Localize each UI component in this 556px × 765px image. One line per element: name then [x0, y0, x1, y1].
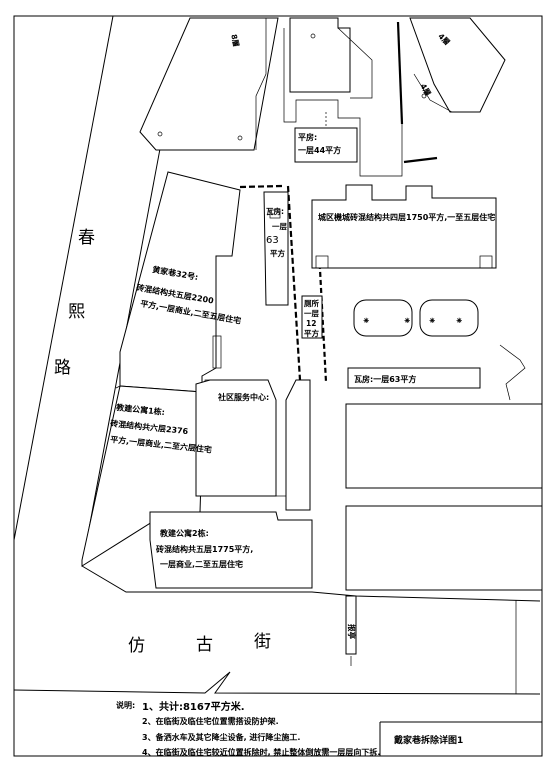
label-jiaojian2-1: 教建公寓2栋:: [159, 528, 209, 538]
block-stair: [315, 255, 329, 269]
passage-line: [286, 185, 302, 381]
label-jiaojian2-3: 一层商业,二至五层住宅: [160, 559, 243, 569]
notes-heading: 说明:: [116, 700, 135, 710]
jiaojian1-edge: [115, 385, 121, 389]
building-top-center-wing: [337, 27, 373, 99]
label-wafang-1: 瓦房:: [266, 206, 284, 216]
note-4: 4、在临街及临住宅较近位置拆除时, 禁止整体倒放需一层层向下拆.: [142, 747, 380, 757]
label-toilet-3: 12: [306, 319, 316, 328]
marker-dot: [310, 33, 316, 39]
road-label-chunxi-2: 熙: [68, 302, 85, 322]
label-pingfang-2: 一层44平方: [298, 145, 341, 155]
boundary-wall-top: [283, 28, 403, 177]
fence-line: [403, 156, 438, 164]
tree-symbol: ⁕: [403, 316, 411, 327]
building-top-right-inner: [413, 73, 453, 113]
note-2: 2、在临街及临住宅位置需搭设防护架.: [142, 716, 279, 726]
label-service-center: 社区服务中心:: [217, 392, 269, 402]
building-jiaojian-2: [149, 511, 313, 589]
building-toilet: [301, 295, 323, 339]
note-1: 1、共计:8167平方米.: [142, 700, 245, 713]
tree-symbol: ⁕: [455, 316, 463, 327]
tree-symbol: ⁕: [362, 316, 370, 327]
kiosk-booth: [345, 595, 357, 655]
road-label-chunxi-1: 春: [78, 228, 95, 248]
label-toilet-4: 平方: [304, 328, 319, 338]
drawing-title: 戴家巷拆除详图1: [394, 734, 463, 746]
building-pingfang: [294, 127, 358, 163]
building-service-east: [285, 379, 311, 511]
building-wafang-small: [347, 367, 481, 389]
building-top-left: [139, 17, 279, 151]
break-line-symbol: [499, 344, 526, 401]
label-pingfang-1: 平房:: [298, 132, 317, 142]
road-label-fanggu-3: 街: [254, 632, 271, 652]
drawing-frame: [13, 15, 543, 757]
huangjia-stair: [212, 335, 222, 369]
building-top-left-annex: [250, 17, 267, 150]
road-label-fanggu-2: 古: [196, 635, 213, 655]
marker-dot: [421, 93, 427, 99]
marker-dot: [157, 131, 163, 137]
fence-line: [396, 21, 404, 125]
label-community-block: 城区機城砖混结构共四层1750平方,一至五层住宅: [318, 212, 495, 222]
road-edge-chunxi-west: [13, 15, 114, 541]
label-wafang-3: 63: [266, 235, 279, 246]
road-edge-fanggu-south: [13, 671, 541, 695]
building-community-block: [311, 184, 497, 269]
label-top-right-tag2: 4層: [419, 82, 433, 98]
wafang-notch: [269, 209, 281, 219]
building-huangjia-32: [119, 171, 241, 393]
label-top-left-tag: 8層: [229, 33, 240, 47]
label-toilet-2: 一层: [304, 309, 319, 318]
building-right-a: [345, 403, 543, 489]
passage-line: [239, 184, 283, 189]
marker-dot: [237, 135, 243, 141]
label-toilet-1: 厕所: [304, 298, 319, 308]
building-top-center: [289, 17, 351, 93]
building-top-right: [409, 17, 506, 113]
tree-symbol: ⁕: [428, 316, 436, 327]
planter-right: [419, 299, 479, 337]
note-3: 3、备洒水车及其它降尘设备, 进行降尘施工.: [142, 732, 300, 742]
block-stair: [479, 255, 493, 269]
road-label-chunxi-3: 路: [54, 358, 71, 378]
label-wafang-2: 一层: [272, 222, 287, 231]
building-wafang: [263, 191, 289, 306]
label-jiaojian2-2: 砖混结构共五层1775平方,: [156, 544, 253, 554]
road-edge-fanggu-north: [81, 565, 541, 602]
planter-left: [353, 299, 413, 337]
label-wafang-4: 平方: [270, 248, 285, 258]
label-kiosk: 报亭: [347, 624, 357, 639]
label-wafang-small: 瓦房:一层63平方: [354, 374, 416, 384]
building-right-b: [345, 505, 543, 591]
road-label-fanggu-1: 仿: [128, 636, 145, 656]
